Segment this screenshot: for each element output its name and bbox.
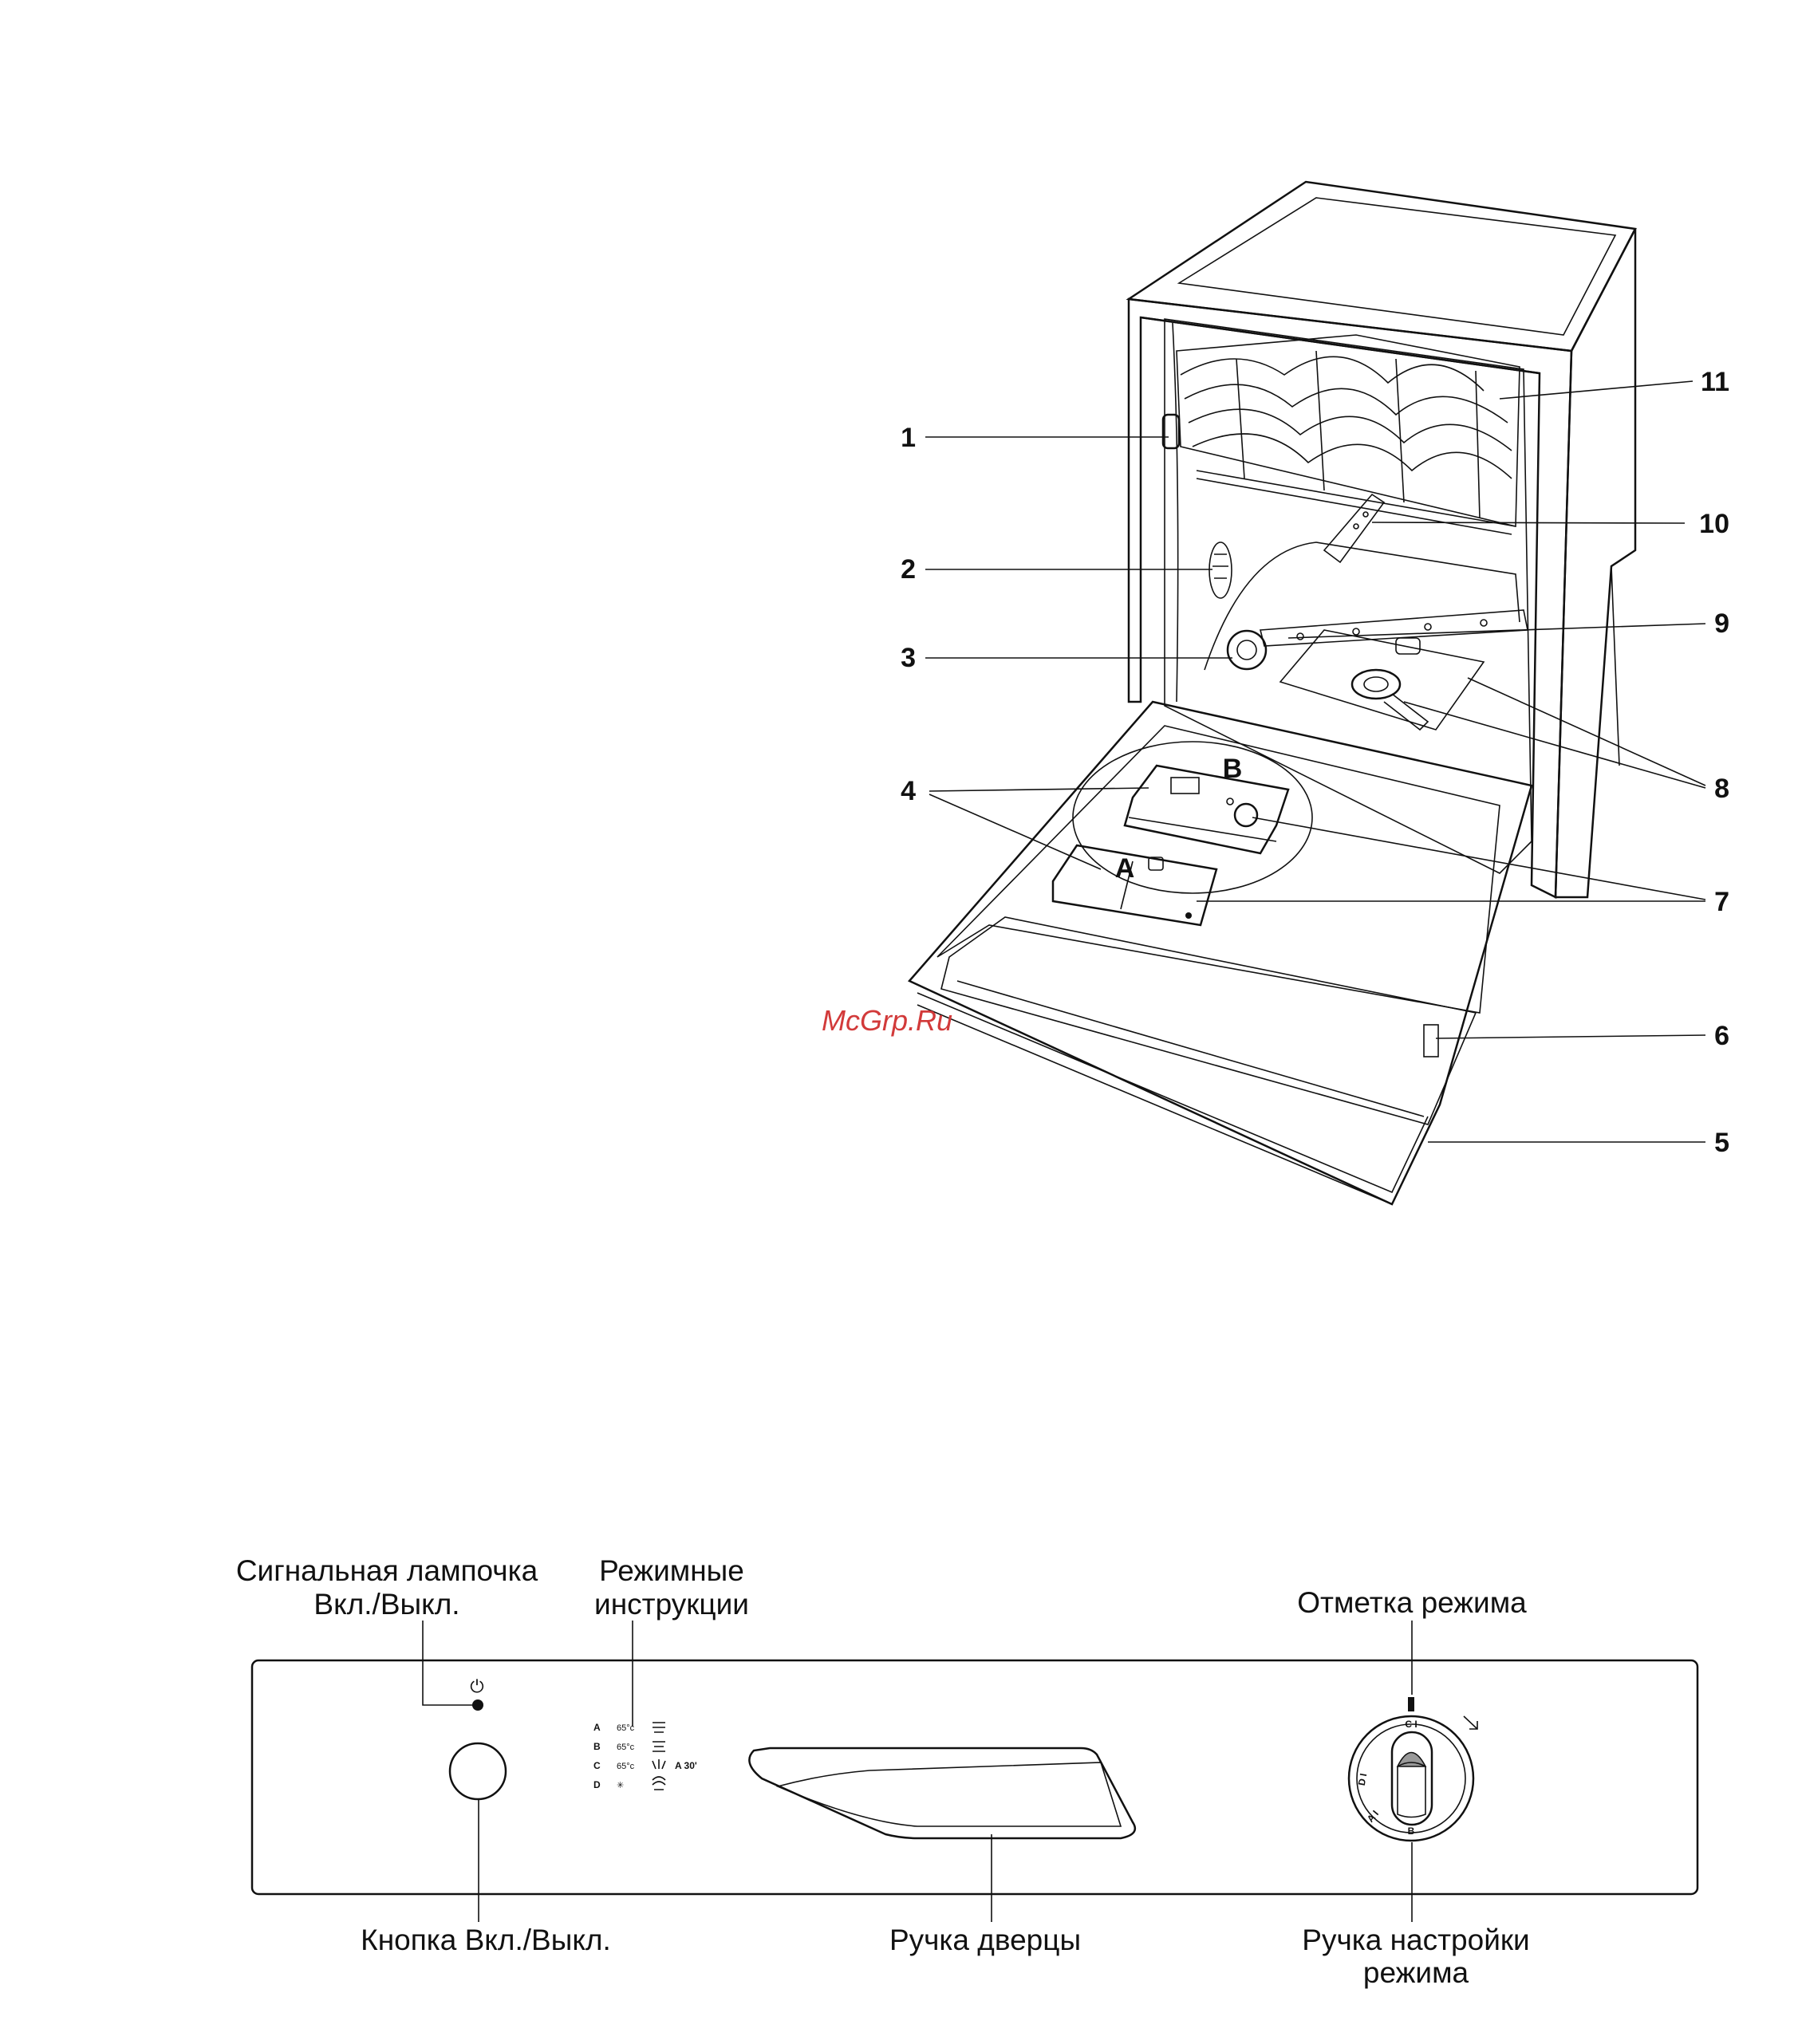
door-handle-label: Ручка дверцы [889,1924,1081,1956]
program-temp: ✳ [617,1781,624,1790]
program-temp: 65°c [617,1723,635,1733]
power-button-label: Кнопка Вкл./Выкл. [361,1924,611,1956]
watermark: McGrp.Ru [822,1004,952,1037]
dispenser-unit [1053,742,1312,925]
callout-4: 4 [901,776,916,806]
dispenser-label-a: A [1115,853,1135,884]
program-temp: 65°c [617,1743,635,1752]
quick-program-label: A 30' [675,1760,697,1771]
program-letter: D [593,1779,601,1790]
mode-mark-indicator [1408,1697,1414,1711]
signal-lamp-label-line2: Вкл./Выкл. [313,1588,459,1621]
callout-8: 8 [1714,774,1729,804]
mode-instructions-label-line1: Режимные [599,1554,744,1587]
control-panel: Сигнальная лампочка Вкл./Выкл. Режимные … [236,1554,1697,1989]
callout-11: 11 [1701,367,1729,397]
dish-pot-icon [653,1723,665,1790]
callout-1: 1 [901,423,916,453]
program-letter: A [593,1722,601,1733]
upper-basket [1177,335,1520,534]
mode-knob-label-line1: Ручка настройки [1302,1924,1529,1956]
power-symbol-icon: ⏻ [470,1676,483,1696]
dispenser-label-b: B [1223,754,1243,784]
dial-label-c: C I [1405,1719,1417,1730]
mode-knob[interactable]: C I D I A I B [1349,1697,1477,1841]
diagram-callouts: 1 2 3 4 11 10 9 8 7 6 5 B A [901,367,1729,1158]
dishwasher-illustration [909,182,1635,1204]
callout-3: 3 [901,643,916,673]
dial-label-b: B [1408,1825,1415,1837]
program-temp: 65°c [617,1762,635,1771]
door-handle[interactable] [749,1748,1134,1838]
program-list: A 65°c B 65°c C 65°c D ✳ A 30' [593,1722,697,1790]
mode-instructions-label-line2: инструкции [594,1588,749,1621]
rotation-arrow-icon [1464,1716,1477,1729]
callout-2: 2 [901,554,916,585]
mode-knob-label-line2: режима [1363,1956,1469,1989]
callout-6: 6 [1714,1021,1729,1051]
mode-mark-label: Отметка режима [1297,1586,1527,1619]
callout-7: 7 [1714,887,1729,917]
program-letter: C [593,1760,601,1771]
callout-5: 5 [1714,1128,1729,1158]
dial-label-d: D I [1356,1773,1369,1787]
callout-9: 9 [1714,608,1729,639]
callout-10: 10 [1699,509,1729,539]
signal-lamp-label-line1: Сигнальная лампочка [236,1554,538,1587]
power-button[interactable] [450,1743,506,1799]
program-letter: B [593,1741,601,1752]
